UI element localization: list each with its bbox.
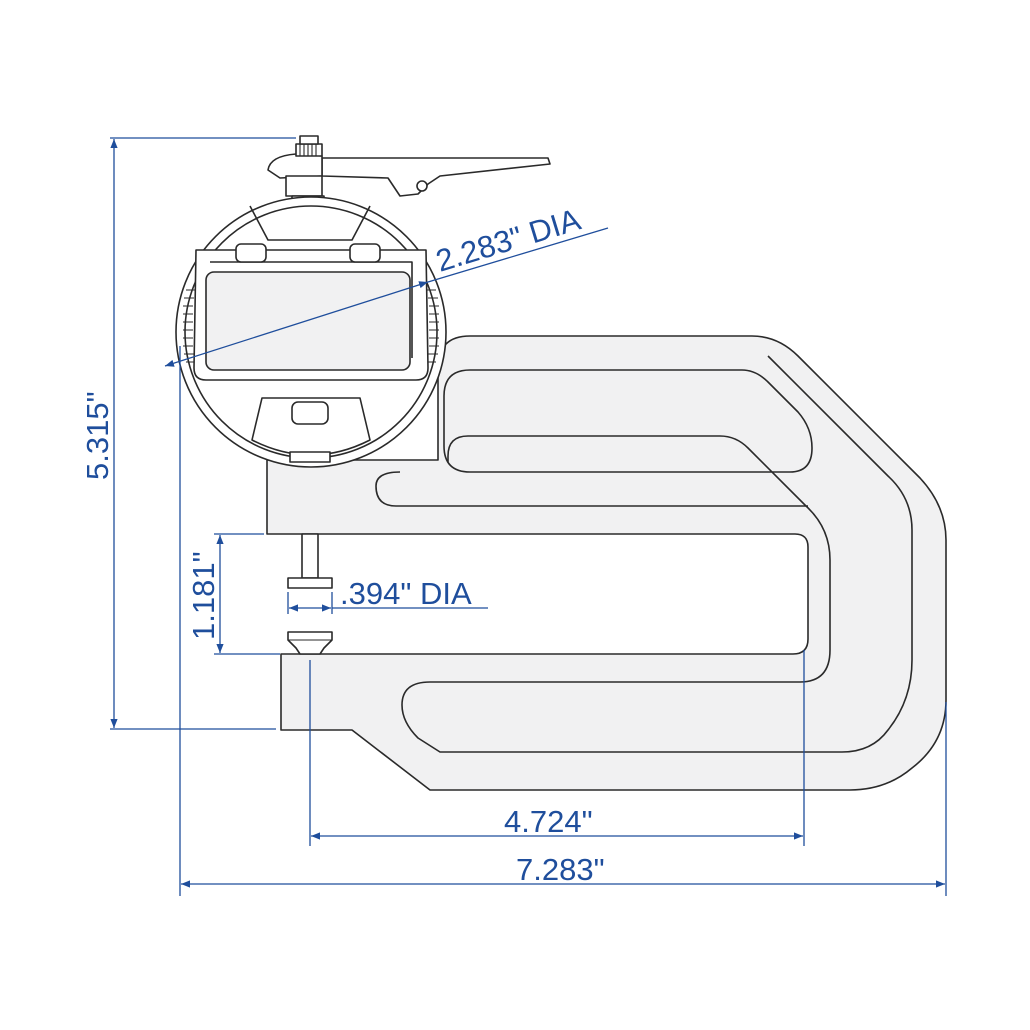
dim-total-height: 5.315" [80, 137, 296, 730]
dim-total-width: 7.283" [179, 346, 947, 896]
label-dial-diameter: 2.283" DIA [432, 202, 585, 279]
dim-throat-opening: 1.181" [186, 533, 280, 655]
dim-anvil-diameter: .394" DIA [287, 576, 488, 614]
label-throat-depth: 4.724" [504, 804, 593, 839]
spindle-and-anvils [287, 533, 333, 655]
label-total-height: 5.315" [80, 391, 115, 480]
gauge-frame [266, 335, 947, 791]
label-throat-opening: 1.181" [186, 551, 221, 640]
label-anvil-diameter: .394" DIA [340, 576, 472, 611]
label-total-width: 7.283" [516, 852, 605, 887]
dim-throat-depth: 4.724" [309, 650, 805, 846]
